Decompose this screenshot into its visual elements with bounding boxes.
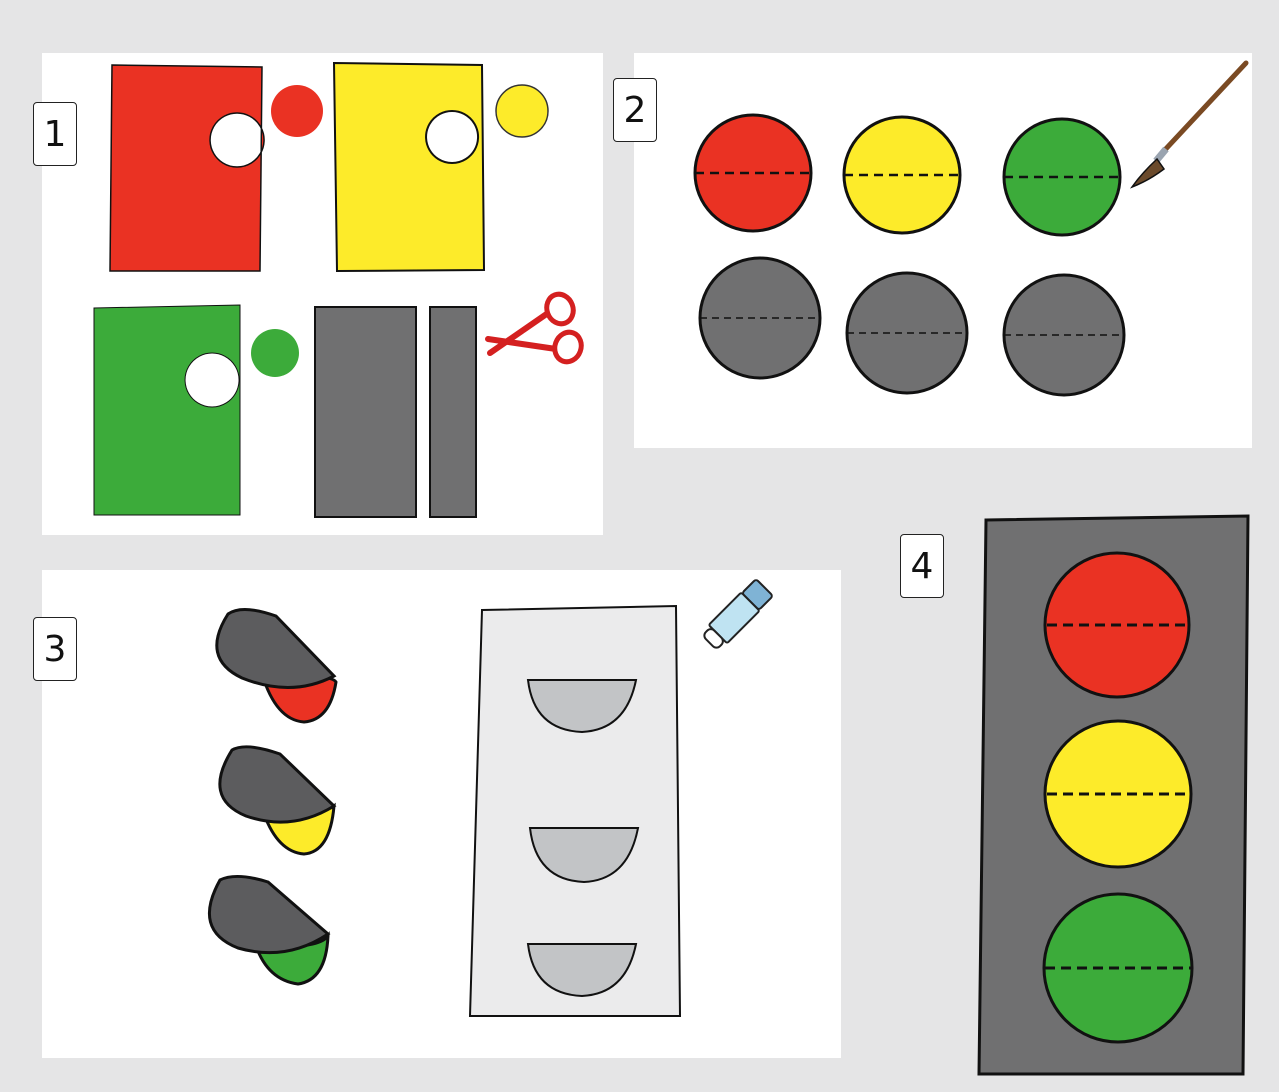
step-3-illustration [42,570,841,1058]
yellow-cutout-circle [496,85,548,137]
folded-yellow-circle [220,747,334,854]
paintbrush-icon [1132,63,1246,187]
green-paper-sheet [94,305,240,515]
red-paper-sheet [110,65,264,271]
step-number-4: 4 [900,534,944,598]
gray-paper-wide [315,307,416,517]
step-4-illustration [955,490,1279,1090]
yellow-paper-sheet [334,63,484,271]
folded-red-circle [217,609,336,722]
step-number-2: 2 [613,78,657,142]
green-cutout-circle [251,329,299,377]
folded-green-circle [209,876,328,984]
gray-paper-narrow [430,307,476,517]
step-number-3: 3 [33,617,77,681]
step-2-illustration [634,53,1252,448]
step-1-illustration [42,53,603,535]
scissors-icon [488,290,585,365]
step-2-panel [634,53,1252,448]
glue-stick-icon [700,578,774,652]
step-3-panel [42,570,841,1058]
step-4-traffic-light [955,490,1279,1090]
step-1-panel [42,53,603,535]
red-cutout-circle [271,85,323,137]
step-number-1: 1 [33,102,77,166]
